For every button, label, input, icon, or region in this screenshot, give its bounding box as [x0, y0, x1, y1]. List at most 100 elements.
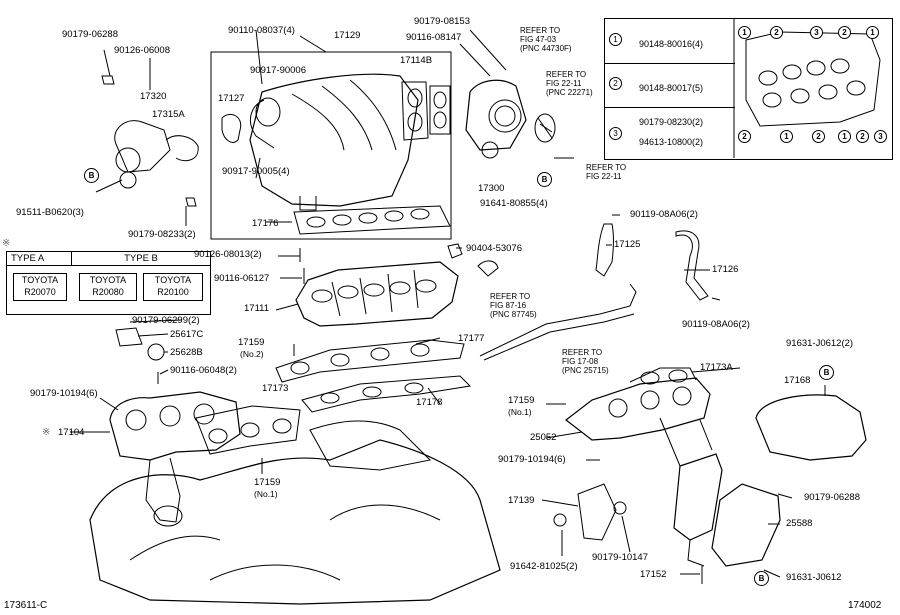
part-label: 17168	[784, 375, 811, 386]
refer-note-fig87: REFER TO FIG 87-16 (PNC 87745)	[490, 292, 537, 319]
refer-line: FIG 87-16	[490, 301, 527, 310]
type-b-cell-2: TOYOTA R20100	[143, 273, 203, 301]
type-a-code: R20070	[24, 287, 56, 297]
part-label: 17126	[712, 264, 739, 275]
legend-code-2: 90148-80017(5)	[639, 83, 704, 93]
legend-diagram-bolt-1c: 1	[780, 130, 793, 143]
part-label: 17159	[254, 477, 281, 488]
circle-b-marker: B	[819, 365, 834, 380]
refer-line: FIG 22-11	[546, 79, 582, 88]
legend-diagram-bolt-2: 2	[770, 26, 783, 39]
refer-note-fig22b: REFER TO FIG 22-11	[586, 163, 626, 181]
refer-line: (PNC 25715)	[562, 366, 609, 375]
part-label: 17159	[238, 337, 265, 348]
legend-diagram-bolt-3: 3	[810, 26, 823, 39]
part-label: 17173A	[700, 362, 733, 373]
legend-row-3: 3 90179-08230(2) 94613-10800(2)	[605, 107, 735, 158]
refer-line: REFER TO	[562, 348, 603, 357]
refer-line: FIG 17-08	[562, 357, 599, 366]
legend-diagram-bolt-1: 1	[738, 26, 751, 39]
part-label: 91511-B0620(3)	[16, 207, 84, 218]
legend-diagram-bolt-2e: 2	[856, 130, 869, 143]
type-b1-code: R20080	[92, 287, 124, 297]
type-b-cell-1: TOYOTA R20080	[79, 273, 137, 301]
legend-diagram-bolt-3b: 3	[874, 130, 887, 143]
legend-diagram-bolt-2b: 2	[838, 26, 851, 39]
part-label: 90917-90005(4)	[222, 166, 290, 177]
type-b2-code: R20100	[157, 287, 189, 297]
part-label: 17111	[244, 303, 270, 314]
legend-code-3a: 90179-08230(2)	[639, 117, 704, 127]
part-label: 90404-53076	[466, 243, 522, 254]
legend-number-2: 2	[609, 77, 622, 90]
part-label: 91642-81025(2)	[510, 561, 578, 572]
refer-line: FIG 22-11	[586, 172, 622, 181]
legend-diagram-bolt-2c: 2	[738, 130, 751, 143]
part-label: 90179-10194(6)	[498, 454, 566, 465]
type-b-header: TYPE B	[72, 252, 210, 266]
legend-number-1: 1	[609, 33, 622, 46]
asterisk-mark: ※	[2, 238, 11, 249]
fastener-legend: 1 90148-80016(4) 2 90148-80017(5) 3 9017…	[604, 18, 893, 160]
asterisk-mark-17104: ※	[42, 427, 51, 438]
part-label: 17176	[252, 218, 279, 229]
refer-line: REFER TO	[546, 70, 587, 79]
part-label: 90179-06288	[62, 29, 118, 40]
part-label: 90119-08A06(2)	[630, 209, 698, 220]
part-label: 17127	[218, 93, 245, 104]
intake-manifold-frame	[210, 51, 452, 240]
part-label: 17152	[640, 569, 667, 580]
part-label: 17114B	[400, 55, 433, 66]
part-label-sub: (No.2)	[240, 349, 264, 359]
circle-b-marker: B	[84, 168, 99, 183]
legend-code-1: 90148-80016(4)	[639, 39, 704, 49]
part-label: 90179-10147	[592, 552, 648, 563]
type-b2-brand: TOYOTA	[154, 275, 192, 285]
circle-b-marker: B	[537, 172, 552, 187]
part-label: 90116-06127	[214, 273, 270, 284]
type-a-header: TYPE A	[7, 252, 72, 266]
part-label: 25588	[786, 518, 813, 529]
part-label: 90179-10194(6)	[30, 388, 98, 399]
legend-diagram-bolt-2d: 2	[812, 130, 825, 143]
part-label: 90179-06288	[804, 492, 860, 503]
part-label: 17315A	[152, 109, 185, 120]
footer-right-code: 174002	[848, 600, 882, 611]
part-label-sub: (No.1)	[254, 489, 278, 499]
part-label: 17178	[416, 397, 443, 408]
footer-left-code: 173611-C	[4, 600, 48, 611]
part-label: 17139	[508, 495, 535, 506]
part-label: 17129	[334, 30, 361, 41]
part-label: 25617C	[170, 329, 204, 340]
part-label: 17159	[508, 395, 535, 406]
part-label: 90110-08037(4)	[228, 25, 295, 36]
refer-line: (PNC 44730F)	[520, 44, 572, 53]
legend-diagram-bolt-1d: 1	[838, 130, 851, 143]
legend-row-2: 2 90148-80017(5)	[605, 63, 735, 108]
part-label: 90116-06048(2)	[170, 365, 237, 376]
type-a-brand: TOYOTA	[21, 275, 59, 285]
part-label: 90116-08147	[406, 32, 462, 43]
part-label: 25628B	[170, 347, 203, 358]
refer-note-fig22a: REFER TO FIG 22-11 (PNC 22271)	[546, 70, 593, 97]
refer-line: (PNC 22271)	[546, 88, 593, 97]
refer-line: REFER TO	[586, 163, 627, 172]
part-label: 17125	[614, 239, 641, 250]
part-label: 90179-08153	[414, 16, 470, 27]
part-label: 90126-06008	[114, 45, 170, 56]
part-label: 91641-80855(4)	[480, 198, 548, 209]
refer-note-fig17: REFER TO FIG 17-08 (PNC 25715)	[562, 348, 609, 375]
part-label: 17173	[262, 383, 289, 394]
refer-line: (PNC 87745)	[490, 310, 537, 319]
refer-line: REFER TO	[490, 292, 531, 301]
legend-diagram-bolt-1b: 1	[866, 26, 879, 39]
part-label: 90126-08013(2)	[194, 249, 262, 260]
type-b1-brand: TOYOTA	[89, 275, 127, 285]
part-label: 90917-90006	[250, 65, 306, 76]
refer-line: FIG 47-03	[520, 35, 557, 44]
part-label: 17300	[478, 183, 505, 194]
part-label: 90119-08A06(2)	[682, 319, 750, 330]
circle-b-marker: B	[754, 571, 769, 586]
refer-note-fig47: REFER TO FIG 47-03 (PNC 44730F)	[520, 26, 572, 53]
